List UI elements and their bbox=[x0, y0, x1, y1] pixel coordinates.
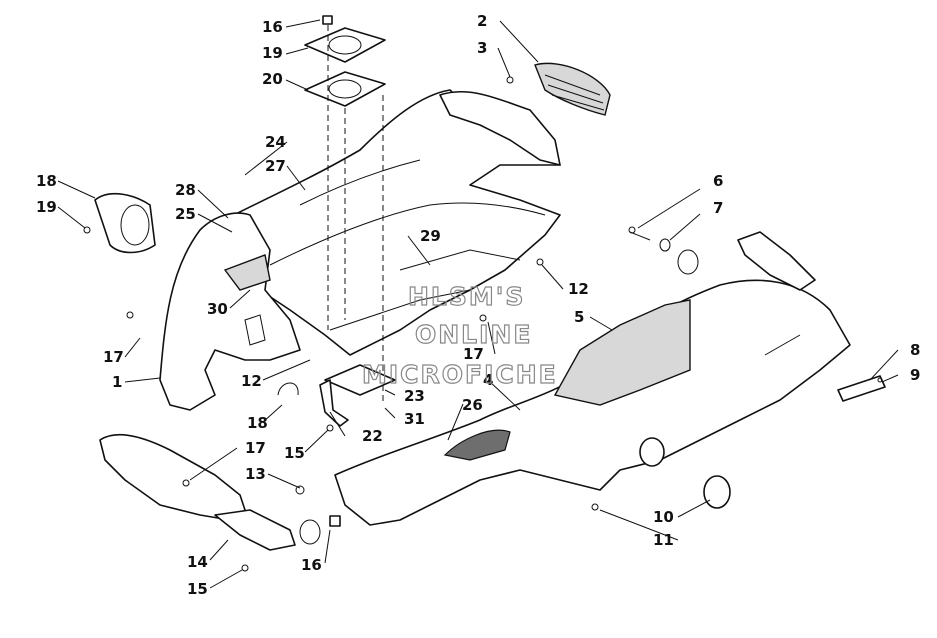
side-vent-panel bbox=[439, 90, 561, 166]
callout-15-mid: 15 bbox=[284, 444, 305, 462]
trim-strip-8 bbox=[837, 375, 886, 402]
callout-12-right: 12 bbox=[568, 280, 589, 298]
callout-14: 14 bbox=[187, 553, 208, 571]
bracket-23 bbox=[319, 379, 349, 427]
watermark-line3: MICROFICHE bbox=[362, 360, 558, 389]
leader-lines bbox=[57, 19, 899, 589]
callout-labels: 16 19 20 2 3 24 27 28 25 18 19 29 30 17 … bbox=[36, 12, 920, 598]
callout-7: 7 bbox=[713, 199, 723, 217]
nut-16-bottom bbox=[329, 515, 341, 527]
callout-18: 18 bbox=[247, 414, 268, 432]
clamp-18 bbox=[277, 382, 299, 396]
callout-17-bottom: 17 bbox=[245, 439, 266, 457]
callout-30: 30 bbox=[207, 300, 228, 318]
vent-grille bbox=[534, 62, 611, 116]
mount-plate-21 bbox=[304, 27, 386, 63]
callout-23: 22 bbox=[362, 427, 383, 445]
washer-7 bbox=[659, 238, 671, 252]
callout-24: 23 bbox=[404, 387, 425, 405]
callout-10: 10 bbox=[653, 508, 674, 526]
trim-panel-5 bbox=[553, 299, 691, 406]
watermark-line1: HLSM'S bbox=[408, 282, 525, 311]
callout-26-lower: 26 bbox=[462, 396, 483, 414]
callout-13: 13 bbox=[245, 465, 266, 483]
callout-19: 18 bbox=[36, 172, 57, 190]
callout-16-top: 16 bbox=[262, 18, 283, 36]
callout-17-mid: 17 bbox=[463, 345, 484, 363]
callout-28: 28 bbox=[175, 181, 196, 199]
watermark: HLSM'S ONLINE MICROFICHE bbox=[361, 281, 558, 389]
front-bumper-14 bbox=[99, 434, 246, 521]
callout-26-upper: 25 bbox=[175, 205, 196, 223]
plate-24 bbox=[324, 364, 396, 396]
callout-31: 31 bbox=[404, 410, 425, 428]
callout-29: 29 bbox=[420, 227, 441, 245]
grommet bbox=[677, 249, 699, 275]
callout-4: 4 bbox=[483, 371, 493, 389]
callout-9: 9 bbox=[910, 366, 920, 384]
nut-16-top bbox=[322, 15, 333, 25]
callout-3: 3 bbox=[477, 39, 487, 57]
callout-8: 8 bbox=[910, 341, 920, 359]
callout-1: 1 bbox=[112, 373, 122, 391]
skid-plate bbox=[214, 509, 296, 551]
callout-20: 19 bbox=[36, 198, 57, 216]
callout-21: 19 bbox=[262, 44, 283, 62]
callout-2: 2 bbox=[477, 12, 487, 30]
callout-22: 20 bbox=[262, 70, 283, 88]
callout-17-left: 17 bbox=[103, 348, 124, 366]
callout-15-bottom: 15 bbox=[187, 580, 208, 598]
callout-27: 27 bbox=[265, 157, 286, 175]
cover-10a bbox=[639, 437, 665, 467]
callout-11: 11 bbox=[653, 531, 674, 549]
callout-25: 24 bbox=[265, 133, 286, 151]
intake-boot bbox=[94, 192, 156, 254]
right-front-cowl bbox=[737, 231, 816, 291]
callout-12-left: 12 bbox=[241, 372, 262, 390]
cover-10b bbox=[703, 475, 731, 509]
callout-5: 5 bbox=[574, 308, 584, 326]
callout-6: 6 bbox=[713, 172, 723, 190]
watermark-line2: ONLINE bbox=[415, 320, 532, 349]
callout-16-bottom: 16 bbox=[301, 556, 322, 574]
mount-plate-22 bbox=[304, 71, 386, 107]
